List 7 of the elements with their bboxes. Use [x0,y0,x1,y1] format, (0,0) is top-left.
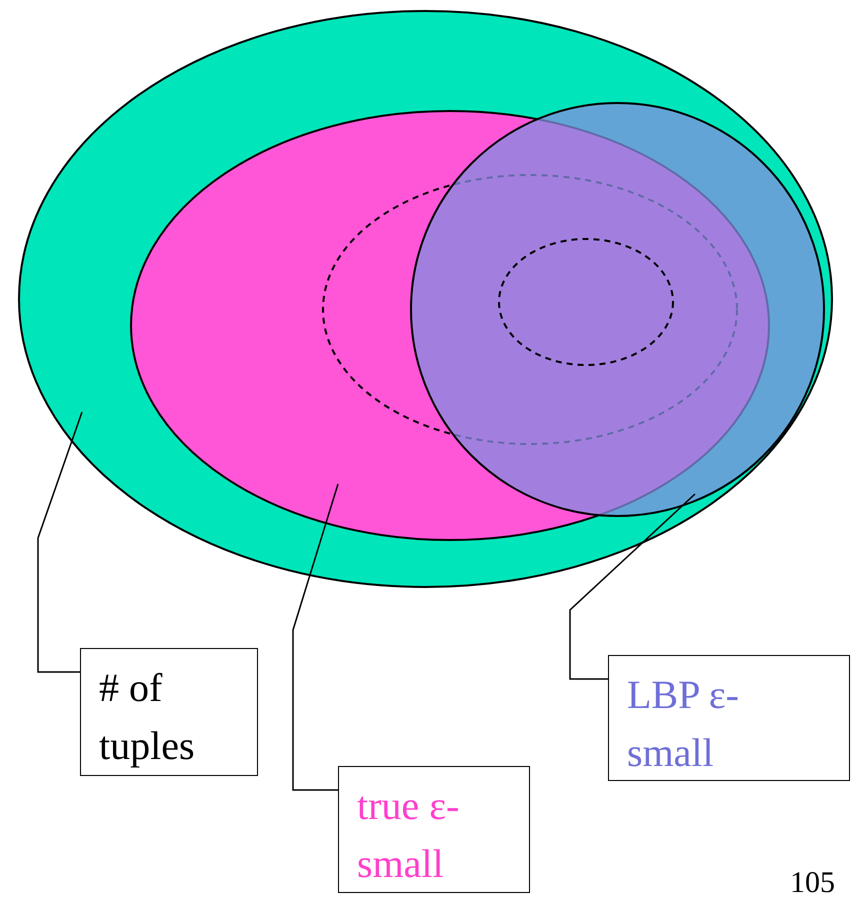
callout-label: true ε-small [338,766,530,893]
callout-label: # of tuples [80,648,258,776]
leader-line [37,412,83,673]
leader-line [569,493,696,680]
leader-line [292,484,339,791]
callout-label: LBP ε-small [608,655,850,781]
page-number: 105 [790,866,835,899]
